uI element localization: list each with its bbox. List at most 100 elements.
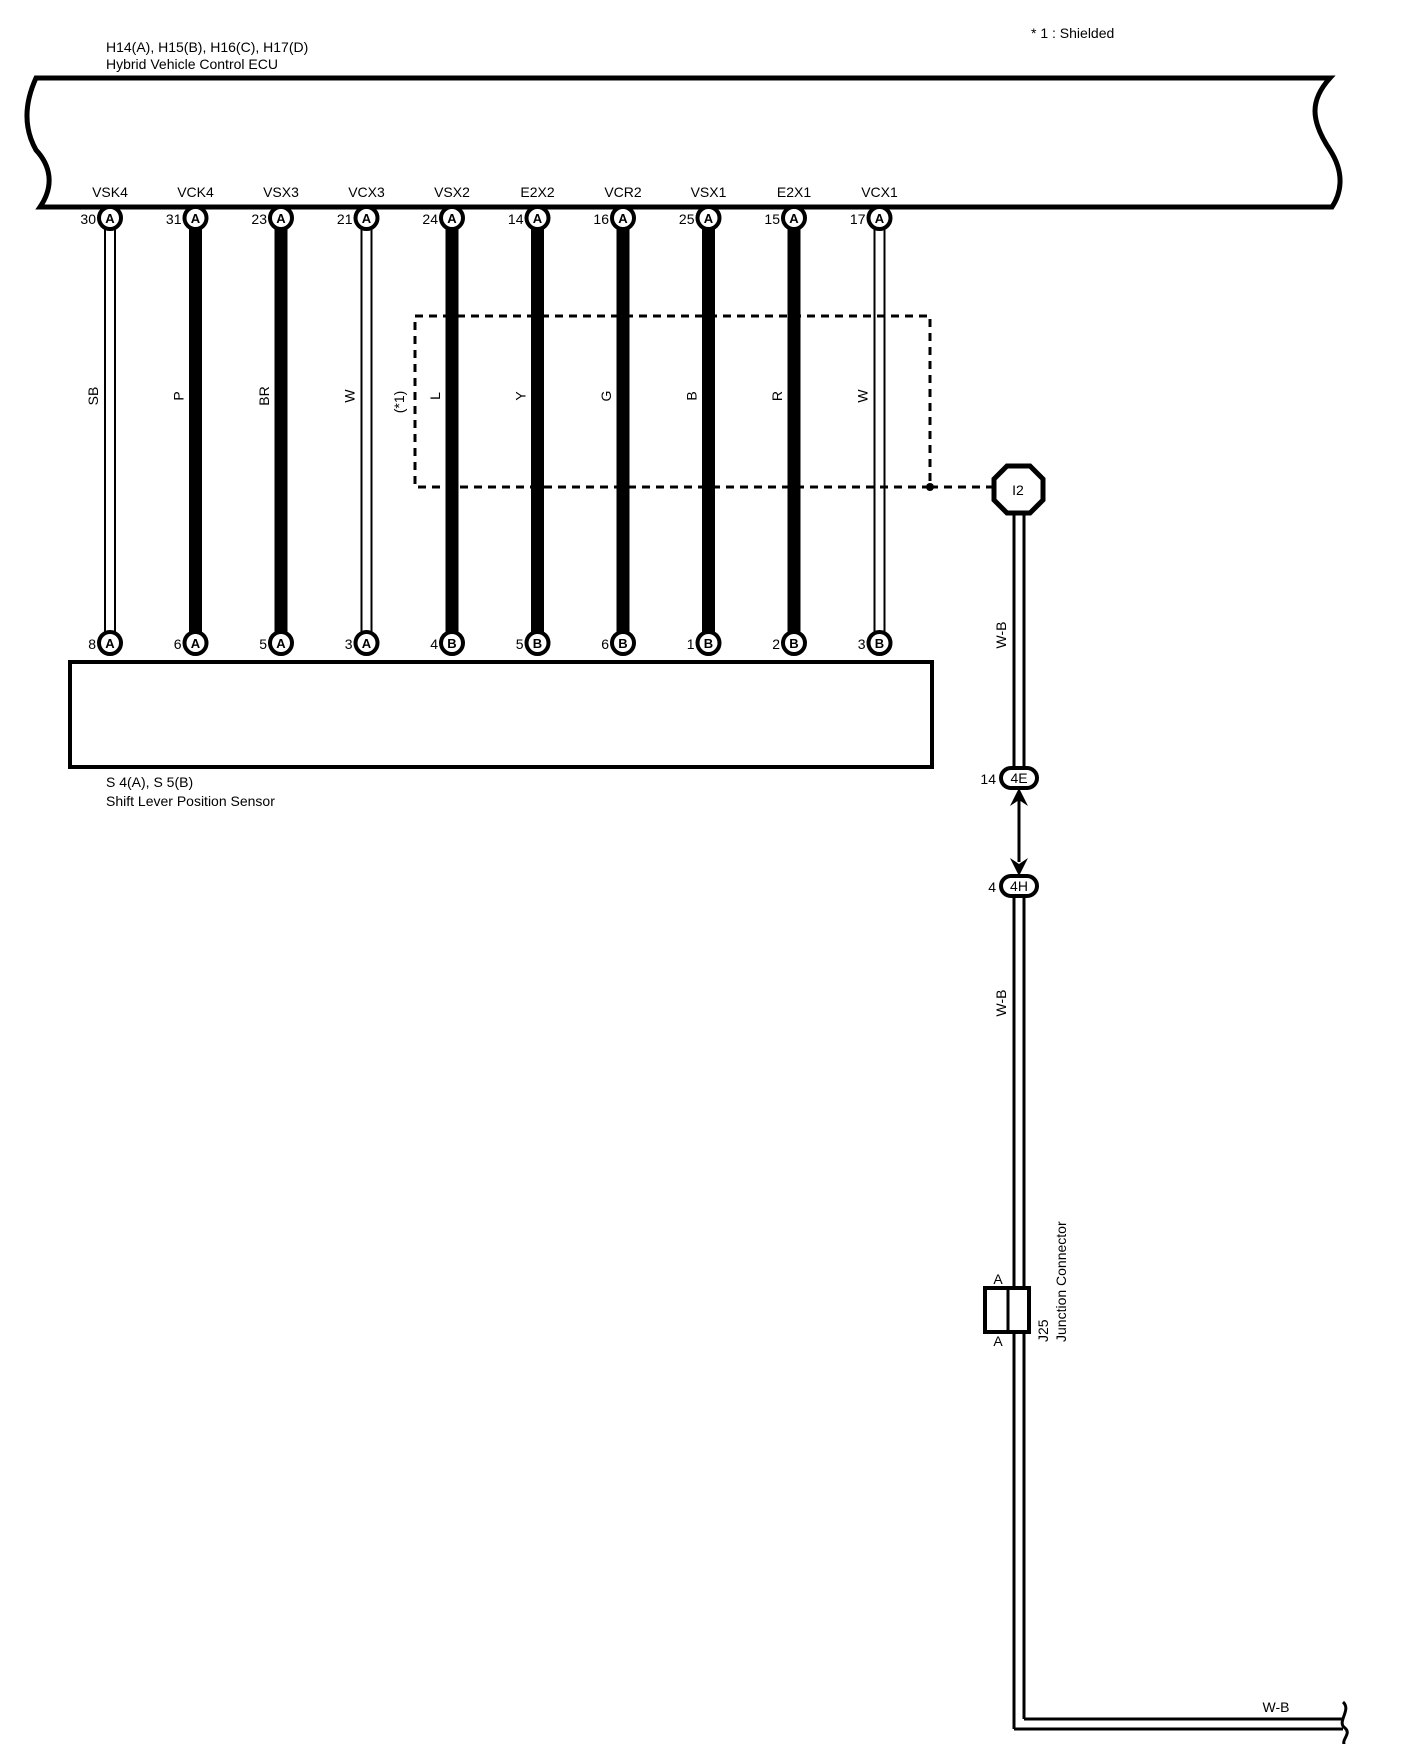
sensor-conn-letter: B (533, 636, 542, 651)
sensor-pin-circle (439, 630, 465, 656)
ecu-conn-letter: A (875, 211, 885, 226)
ecu-box (24, 75, 1343, 210)
ecu-conn-letter: A (789, 211, 799, 226)
ecu-signal-label: VCX3 (348, 184, 385, 200)
connector-4e-pin: 14 (980, 771, 996, 787)
connector-arrow-down (1010, 858, 1028, 876)
sensor-conn-letter: B (447, 636, 456, 651)
junction-code: J25 (1035, 1319, 1051, 1342)
ecu-signal-label: VSX1 (691, 184, 727, 200)
wire-color-label: W (855, 389, 871, 403)
ecu-pin-number: 23 (251, 211, 267, 227)
connector-4e-label: 4E (1010, 770, 1027, 786)
ecu-signal-label: E2X1 (777, 184, 811, 200)
sensor-box (68, 660, 934, 769)
sensor-pin-circle (610, 630, 636, 656)
sensor-pin-circle (353, 630, 380, 656)
sensor-pin-circle (866, 630, 893, 656)
ecu-pin-number: 30 (80, 211, 96, 227)
ecu-pin-number: 31 (166, 211, 182, 227)
ecu-conn-letter: A (447, 211, 457, 226)
wire-continuation-mark (1340, 1700, 1349, 1744)
sensor-codes: S 4(A), S 5(B) (106, 774, 193, 790)
ecu-conn-letter: A (618, 211, 628, 226)
sensor-pin-number: 2 (772, 636, 780, 652)
ecu-pin-circle (353, 205, 380, 231)
wire-color-label: W (342, 389, 358, 403)
shield-box (413, 314, 932, 489)
wire-color-label: Y (513, 391, 529, 401)
wire-group: VSK4A30SBA8VSX4VCK4A31PA6VCX4VSX3A23BRA5… (80, 184, 898, 677)
sensor-pin-circle (268, 630, 294, 656)
ecu-signal-label: VCX1 (861, 184, 898, 200)
sensor-conn-letter: B (875, 636, 884, 651)
sensor-pin-number: 1 (687, 636, 695, 652)
ecu-pin-circle (610, 205, 636, 231)
ground-wire (1012, 513, 1343, 1731)
ecu-pin-number: 17 (850, 211, 866, 227)
sensor-pin-number: 5 (259, 636, 267, 652)
connector-4h-label: 4H (1010, 878, 1028, 894)
sensor-conn-letter: A (362, 636, 372, 651)
wire-color-label: B (684, 391, 700, 400)
ecu-signal-label: VSX2 (434, 184, 470, 200)
ecu-pin-number: 15 (764, 211, 780, 227)
shield-junction-dot (926, 483, 934, 491)
ecu-pin-number: 21 (337, 211, 353, 227)
sensor-conn-letter: A (276, 636, 286, 651)
sensor-pin-number: 6 (601, 636, 609, 652)
ecu-conn-letter: A (704, 211, 714, 226)
shield-marker: (*1) (391, 391, 407, 414)
sensor-pin-number: 3 (345, 636, 353, 652)
junction-pin-bottom: A (993, 1333, 1003, 1349)
ecu-conn-letter: A (276, 211, 286, 226)
sensor-pin-circle (182, 630, 209, 656)
ecu-pin-number: 24 (422, 211, 438, 227)
ecu-conn-letter: A (533, 211, 543, 226)
sensor-name: Shift Lever Position Sensor (106, 793, 275, 809)
sensor-pin-number: 4 (430, 636, 438, 652)
ground-point-octagon (991, 463, 1046, 516)
shield-note: * 1 : Shielded (1031, 25, 1114, 41)
sensor-conn-letter: A (105, 636, 115, 651)
ecu-pin-circle (182, 205, 209, 231)
sensor-conn-letter: B (618, 636, 627, 651)
ecu-pin-number: 14 (508, 211, 524, 227)
ecu-signal-label: VCK4 (177, 184, 214, 200)
ecu-pin-number: 16 (593, 211, 609, 227)
sensor-pin-circle (781, 630, 807, 656)
junction-pin-top: A (993, 1271, 1003, 1287)
sensor-pin-circle (695, 630, 722, 656)
sensor-conn-letter: A (191, 636, 201, 651)
connector-4h-oval (999, 874, 1039, 898)
ecu-pin-circle (781, 205, 807, 231)
ground-wire-color-bottom: W-B (1263, 1699, 1290, 1715)
ecu-pin-circle (268, 205, 294, 231)
ecu-conn-letter: A (105, 211, 115, 226)
ecu-conn-letter: A (191, 211, 201, 226)
ecu-signal-label: E2X2 (520, 184, 554, 200)
ecu-signal-label: VCR2 (604, 184, 642, 200)
wire-color-label: G (598, 391, 614, 402)
wire-color-label: BR (256, 386, 272, 405)
wire-color-label: R (769, 391, 785, 401)
ecu-pin-circle (866, 205, 893, 231)
sensor-pin-circle (524, 630, 551, 656)
wire-color-label: P (171, 391, 187, 400)
ground-point-label: I2 (1012, 482, 1024, 498)
ecu-pin-number: 25 (679, 211, 695, 227)
sensor-conn-letter: B (704, 636, 713, 651)
sensor-conn-letter: B (789, 636, 798, 651)
ecu-name: Hybrid Vehicle Control ECU (106, 56, 278, 72)
ecu-codes: H14(A), H15(B), H16(C), H17(D) (106, 39, 308, 55)
wire-color-label: L (427, 392, 443, 400)
connector-arrow-up (1010, 788, 1028, 806)
ecu-pin-circle (695, 205, 722, 231)
ecu-conn-letter: A (362, 211, 372, 226)
sensor-pin-number: 3 (858, 636, 866, 652)
sensor-pin-circle (97, 630, 123, 656)
sensor-pin-number: 5 (516, 636, 524, 652)
ground-wire-color-upper: W-B (993, 622, 1009, 649)
junction-name: Junction Connector (1053, 1221, 1069, 1342)
